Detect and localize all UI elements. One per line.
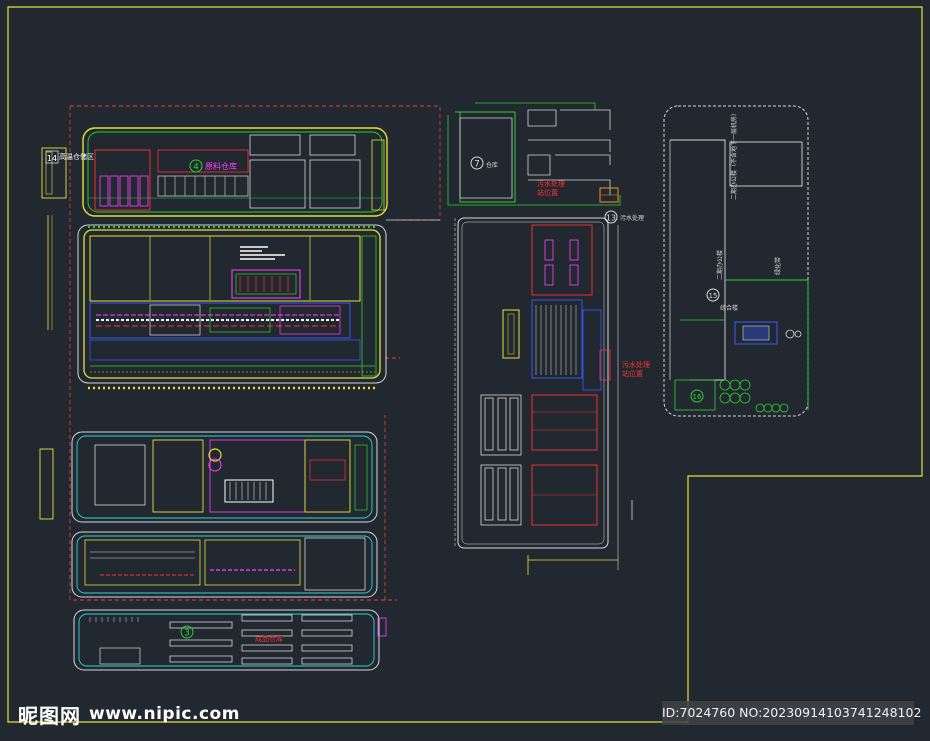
zone-15-number: 15 [709,292,718,300]
zone-3-red-label: 成品仓库 [255,634,283,643]
zone-13-marker: 13 污水处理 [604,210,644,224]
building-lower-3: 3 成品仓库 [73,609,387,671]
tree-cluster [719,379,789,413]
middle-top-structures: 7 仓库 污水处理 站位置 [447,102,621,206]
red-note-2-line2: 站位置 [622,369,643,378]
zone-3-number: 3 [184,629,190,639]
vertical-label-1: 二期办公楼（不含地下一层机房） [730,110,738,200]
zone-7-number: 7 [474,160,480,170]
zone-14-number: 14 [47,154,57,163]
small-structure-left [39,448,54,520]
building-top-left: 4 原料仓库 [82,127,388,217]
watermark-site-name: 昵图网 [18,703,81,728]
watermark-id-badge: ID:7024760 NO:20230914103741248102 [662,701,921,725]
building-lower-1 [71,431,378,523]
building-middle-main: 污水处理 站位置 [454,217,650,575]
building-lower-2 [71,531,378,598]
watermark-logo: 昵图网 www.nipic.com [18,700,240,728]
zone-15-label: 综合楼 [720,304,738,312]
zone-4-label: 原料仓库 [205,161,237,171]
zone-14-marker: 14 高温仓储区 [41,147,94,330]
vertical-label-2: 二期办公楼 [716,250,724,280]
red-note-2-line1: 污水处理 [622,360,650,369]
building-main-workshop [77,219,440,390]
zone-4-number: 4 [193,163,199,173]
vertical-label-3: 绿化带 [774,257,782,275]
red-note-1-line1: 污水处理 [537,179,565,188]
zone-14-label: 高温仓储区 [59,152,94,161]
watermark-site-url: www.nipic.com [89,704,240,724]
zone-13-number: 13 [606,214,616,223]
building-right-office: 15 综合楼 二期办公楼（不含地下一层机房） 二期办公楼 绿化带 16 [663,105,809,417]
zone-7-label: 仓库 [486,161,498,169]
drawing-border [7,6,923,723]
zone-13-label: 污水处理 [620,214,644,222]
zone-16-number: 16 [693,393,702,401]
red-note-1-line2: 站位置 [537,188,558,197]
